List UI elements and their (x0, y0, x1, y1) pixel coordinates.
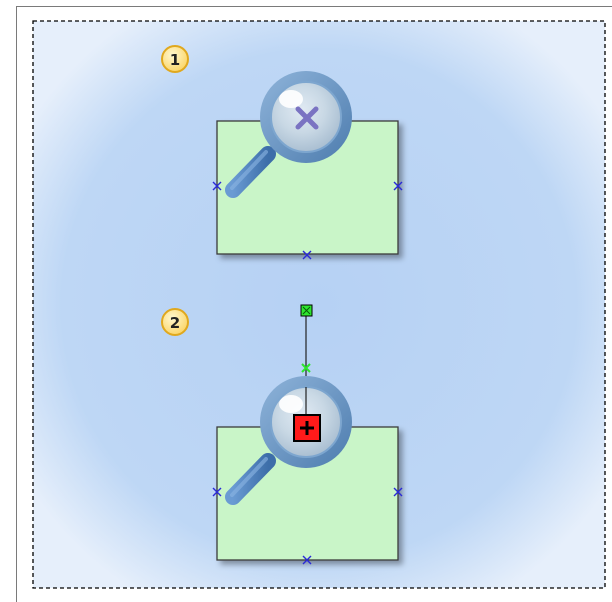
connection-point-bottom-2[interactable] (302, 555, 312, 565)
step-badge-2: 2 (161, 308, 189, 336)
step-badge-1: 1 (161, 45, 189, 73)
rotation-handle-icon[interactable] (300, 304, 313, 317)
connection-point-left-2[interactable] (212, 487, 222, 497)
connection-point-right-1[interactable] (393, 181, 403, 191)
step-1-group: 1 (161, 45, 403, 260)
step-2-group: 2 (161, 304, 403, 565)
svg-text:2: 2 (170, 314, 180, 332)
rotation-pin-icon[interactable] (301, 363, 311, 373)
connection-point-bottom-1[interactable] (302, 250, 312, 260)
connection-point-left-1[interactable] (212, 181, 222, 191)
plus-marker-icon[interactable] (293, 414, 321, 442)
svg-text:1: 1 (170, 51, 180, 69)
drawing-page-border (32, 20, 606, 589)
x-marker-icon[interactable] (295, 106, 319, 130)
connection-point-right-2[interactable] (393, 487, 403, 497)
